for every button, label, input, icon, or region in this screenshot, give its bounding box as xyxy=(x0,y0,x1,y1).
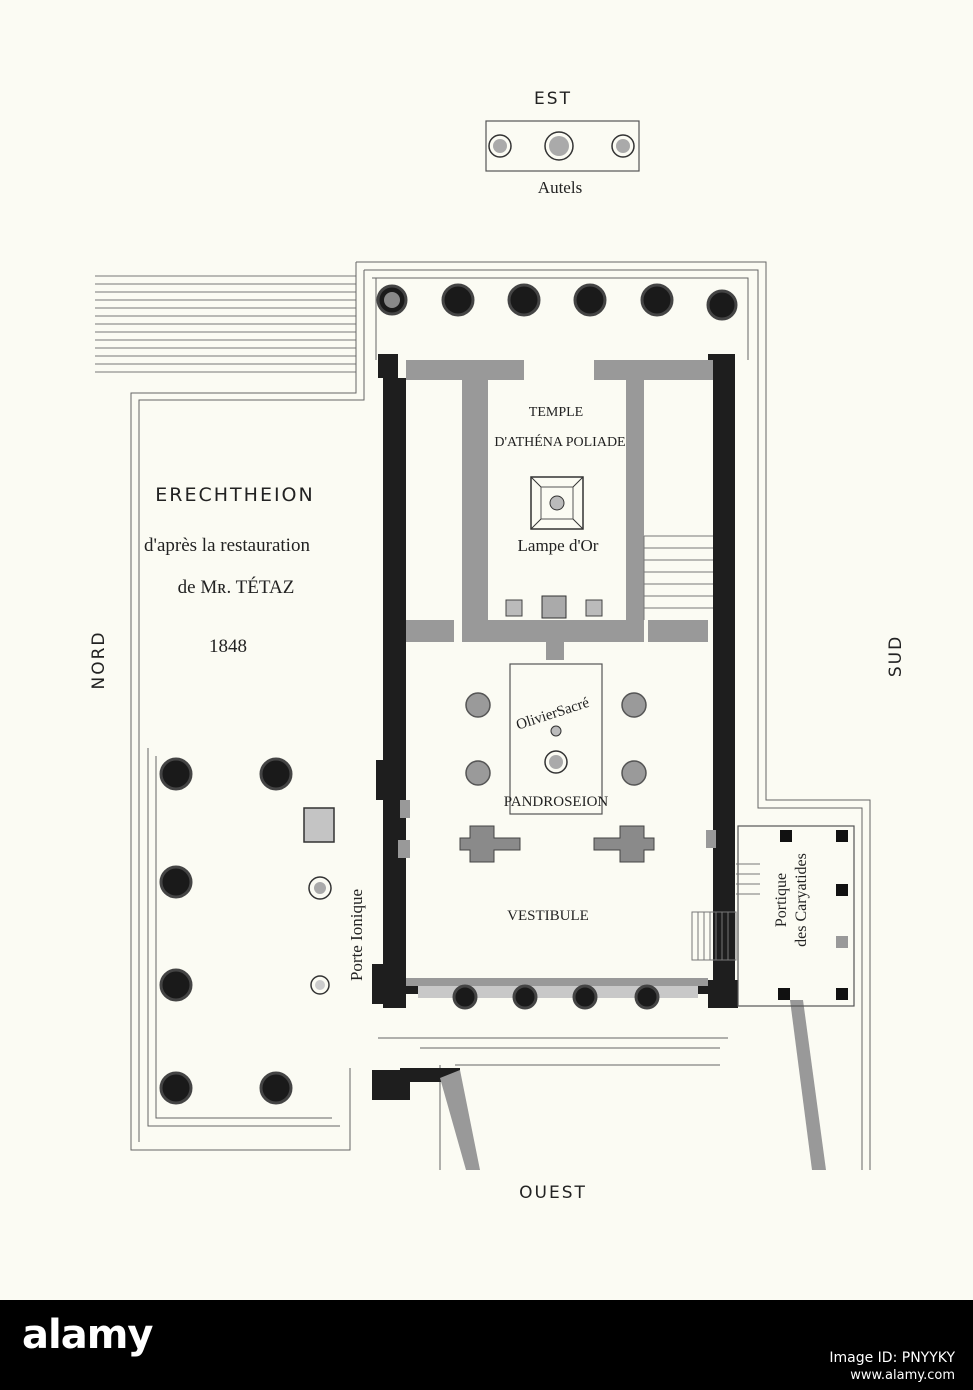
alamy-logo: alamy xyxy=(22,1312,153,1358)
ionic-door-label: Porte Ionique xyxy=(347,889,366,981)
caryatid-steps xyxy=(691,863,760,961)
temple-label-2: D'ATHÉNA POLIADE xyxy=(494,433,625,450)
vestibule-label: VESTIBULE xyxy=(507,908,589,924)
cella-steps xyxy=(643,535,713,620)
north-porch-columns xyxy=(159,757,293,1105)
stock-footer: alamy Image ID: PNYYKY www.alamy.com xyxy=(0,1300,973,1390)
pandroseion-enclosure xyxy=(509,663,603,815)
temple-label-1: TEMPLE xyxy=(529,405,583,420)
north-steps xyxy=(95,275,356,373)
caryatids-label-1: Portique xyxy=(773,873,790,927)
caryatids-label-2: des Caryatides xyxy=(793,853,810,947)
altars-frame xyxy=(485,120,640,172)
north-label: NORD xyxy=(89,631,109,690)
title-main: ERECHTHEION xyxy=(155,484,314,506)
hatched-walls xyxy=(398,360,826,1170)
east-porch-columns xyxy=(376,283,738,321)
lamp-label: Lampe d'Or xyxy=(518,536,599,555)
pandroseion-label: PANDROSEION xyxy=(504,794,609,810)
erechtheion-plan: EST Autels xyxy=(89,89,906,1203)
west-wall-columns xyxy=(452,984,660,1010)
image-id: Image ID: PNYYKY xyxy=(829,1350,955,1366)
site-url: www.alamy.com xyxy=(850,1368,955,1383)
temple-pedestal-2 xyxy=(541,595,567,619)
golden-lamp-base xyxy=(530,476,584,530)
west-label: OUEST xyxy=(519,1183,587,1203)
south-label: SUD xyxy=(886,635,906,677)
east-label: EST xyxy=(534,89,572,109)
caryatid-columns xyxy=(778,830,848,1000)
caryatid-porch-frame xyxy=(737,825,855,1007)
interior-piers xyxy=(459,825,655,863)
temple-pedestal-3 xyxy=(585,599,603,617)
pandroseion-columns xyxy=(465,692,647,786)
title-line2: d'après la restauration xyxy=(144,535,310,556)
title-line3: de Mʀ. TÉTAZ xyxy=(178,576,295,598)
plan-plate: EST Autels xyxy=(89,89,906,1203)
title-year: 1848 xyxy=(209,636,247,657)
temple-pedestal-1 xyxy=(505,599,523,617)
north-porch-altar xyxy=(303,807,335,843)
altars-label: Autels xyxy=(538,178,582,197)
stylobate-outline xyxy=(130,261,871,1170)
